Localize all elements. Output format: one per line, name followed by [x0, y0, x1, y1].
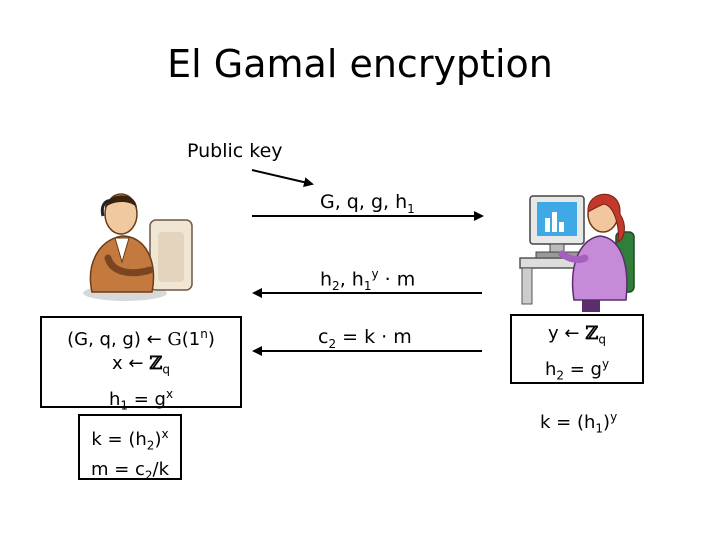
alice-decrypt-line-1: k = (h2)x [91, 427, 169, 453]
alice-keygen-line-3: h1 = gx [108, 386, 174, 413]
message-ciphertext-1: h2, h1y · m [320, 267, 416, 294]
page-title: El Gamal encryption [167, 42, 553, 86]
public-key-arrow [251, 169, 314, 188]
public-key-label: Public key [187, 140, 283, 162]
message-public-key: G, q, g, h1 [320, 191, 415, 216]
alice-keygen-box: (G, q, g) ← G(1n) x ← ℤq h1 = gx [40, 316, 242, 412]
bob-keygen-line-2: h2 = gy [544, 356, 610, 383]
alice-keygen-line-2: x ← ℤq [112, 353, 170, 377]
bob-keygen-line-1: y ← ℤq [548, 323, 606, 347]
bob-person-icon [519, 193, 635, 312]
alice-decrypt-line-2: m = c2/k [90, 458, 170, 483]
bob-shared-key: k = (h1)y [540, 410, 618, 436]
message-ciphertext-2: c2 = k · m [318, 326, 412, 351]
alice-decrypt-box: k = (h2)x m = c2/k [78, 414, 182, 482]
alice-person-icon [83, 193, 193, 301]
alice-keygen-line-1: (G, q, g) ← G(1n) [67, 327, 215, 350]
bob-keygen-box: y ← ℤq h2 = gy [510, 314, 644, 384]
